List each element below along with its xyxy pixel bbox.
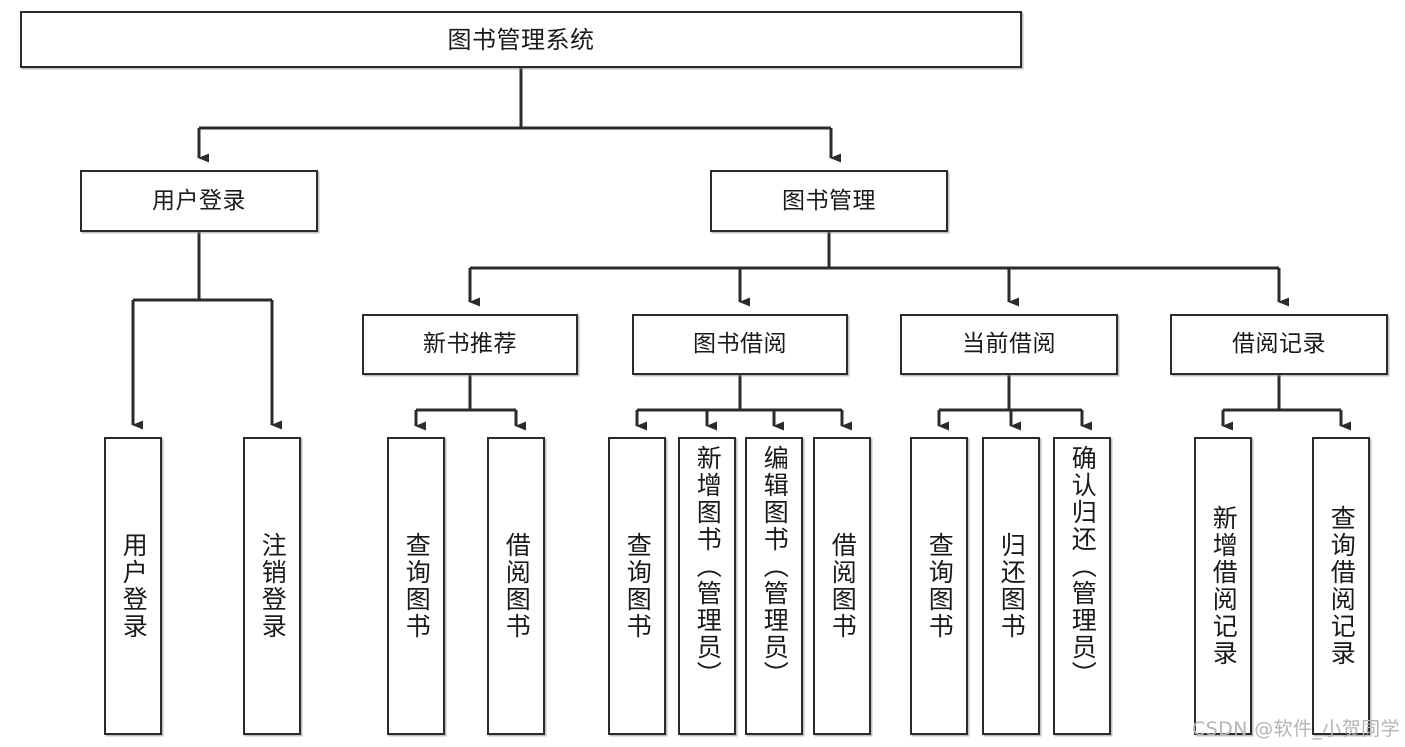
node-leaf-return-book-label: 归还图书 [997, 532, 1027, 640]
node-leaf-query-record[interactable]: 查询借阅记录 [1312, 437, 1370, 735]
node-leaf-borrow-book-label: 借阅图书 [828, 532, 858, 640]
node-leaf-query-book-recommend[interactable]: 查询图书 [387, 437, 445, 735]
node-leaf-logout-label: 注销登录 [258, 532, 288, 640]
watermark: CSDN @软件_小贺同学 [1192, 718, 1400, 740]
node-leaf-borrow-book-recommend[interactable]: 借阅图书 [487, 437, 545, 735]
node-current-borrow-label: 当前借阅 [962, 331, 1056, 357]
node-leaf-borrow-book-recommend-label: 借阅图书 [502, 532, 532, 640]
node-leaf-edit-book-label: 编辑图书（管理员） [760, 445, 790, 688]
node-leaf-add-record-label: 新增借阅记录 [1209, 505, 1239, 667]
node-leaf-query-book-borrow-label: 查询图书 [623, 532, 653, 640]
node-leaf-query-book-recommend-label: 查询图书 [402, 532, 432, 640]
node-borrow-records[interactable]: 借阅记录 [1170, 314, 1388, 375]
node-leaf-user-login-label: 用户登录 [119, 532, 149, 640]
node-new-book-recommend-label: 新书推荐 [423, 331, 517, 357]
node-book-borrow[interactable]: 图书借阅 [632, 314, 848, 375]
node-user-login-label: 用户登录 [152, 187, 246, 214]
node-leaf-query-book-current-label: 查询图书 [925, 532, 955, 640]
node-leaf-query-book-borrow[interactable]: 查询图书 [608, 437, 666, 735]
node-leaf-logout[interactable]: 注销登录 [243, 437, 301, 735]
node-leaf-edit-book[interactable]: 编辑图书（管理员） [745, 437, 803, 735]
node-user-login[interactable]: 用户登录 [80, 170, 318, 232]
node-leaf-return-book[interactable]: 归还图书 [982, 437, 1040, 735]
node-book-borrow-label: 图书借阅 [693, 331, 787, 357]
node-leaf-confirm-return-label: 确认归还（管理员） [1068, 445, 1098, 688]
node-leaf-query-book-current[interactable]: 查询图书 [910, 437, 968, 735]
node-leaf-user-login[interactable]: 用户登录 [104, 437, 162, 735]
node-new-book-recommend[interactable]: 新书推荐 [362, 314, 578, 375]
node-leaf-query-record-label: 查询借阅记录 [1327, 505, 1357, 667]
node-root[interactable]: 图书管理系统 [20, 11, 1022, 68]
node-root-label: 图书管理系统 [447, 25, 595, 54]
node-leaf-add-book[interactable]: 新增图书（管理员） [678, 437, 736, 735]
node-borrow-records-label: 借阅记录 [1232, 331, 1326, 357]
node-leaf-confirm-return[interactable]: 确认归还（管理员） [1053, 437, 1111, 735]
node-book-management-label: 图书管理 [782, 187, 876, 214]
node-leaf-add-record[interactable]: 新增借阅记录 [1194, 437, 1252, 735]
node-leaf-add-book-label: 新增图书（管理员） [693, 445, 723, 688]
node-leaf-borrow-book[interactable]: 借阅图书 [813, 437, 871, 735]
node-book-management[interactable]: 图书管理 [710, 170, 948, 232]
node-current-borrow[interactable]: 当前借阅 [900, 314, 1118, 375]
